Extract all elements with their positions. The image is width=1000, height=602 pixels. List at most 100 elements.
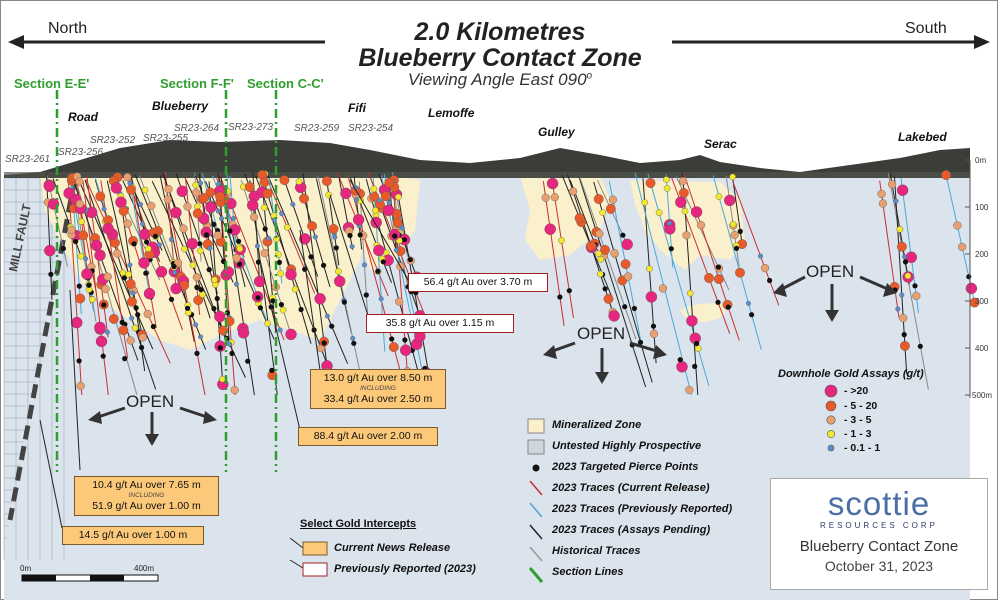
pierce-point: [211, 221, 217, 227]
assay-point: [63, 187, 75, 199]
assay-point: [378, 296, 384, 302]
intercept-box: 14.5 g/t Au over 1.00 m: [62, 526, 204, 545]
assay-point: [896, 184, 909, 196]
logo-name: scottie: [827, 485, 931, 522]
assay-point: [912, 291, 921, 301]
pierce-point: [912, 283, 918, 289]
assay-point: [595, 229, 604, 238]
assay-point: [102, 222, 114, 235]
logo-zone: Blueberry Contact Zone: [799, 538, 959, 555]
assay-point: [312, 234, 318, 240]
assay-point: [168, 237, 174, 243]
assay-point: [610, 249, 619, 258]
assay-point: [125, 271, 132, 278]
assay-point: [78, 230, 89, 241]
assay-point: [558, 237, 565, 244]
pierce-point: [302, 266, 308, 272]
assay-point: [264, 320, 272, 327]
assay-point: [550, 193, 559, 202]
pierce-point: [122, 356, 128, 362]
intercept-text: 10.4 g/t Au over 7.65 m: [92, 479, 201, 491]
assay-point: [254, 243, 260, 249]
assay-point: [170, 282, 182, 295]
assay-point: [899, 314, 908, 323]
assay-point: [143, 309, 152, 319]
legend-item: Mineralized Zone: [552, 419, 642, 431]
pierce-point: [121, 275, 128, 281]
assay-point: [138, 333, 147, 342]
intercept-box: 88.4 g/t Au over 2.00 m: [298, 427, 438, 446]
assay-point: [172, 269, 178, 275]
assay-point: [904, 272, 912, 280]
zone-label: Serac: [704, 137, 737, 151]
assay-point: [186, 237, 199, 250]
drill-trace: [46, 173, 53, 300]
assay-point: [147, 201, 156, 211]
open-label: OPEN: [806, 262, 855, 281]
assay-point: [896, 226, 904, 233]
assay-point: [198, 334, 204, 340]
drill-trace: [683, 173, 740, 341]
pierce-point: [203, 232, 210, 238]
assay-point: [388, 342, 399, 352]
pierce-point: [76, 283, 82, 289]
assay-point: [215, 208, 221, 214]
assay-point: [400, 344, 412, 356]
pierce-point: [668, 246, 674, 252]
logo-subtitle: RESOURCES CORP: [819, 521, 938, 530]
assay-point: [299, 193, 309, 204]
assay-point: [89, 296, 96, 303]
assay-point: [199, 193, 209, 204]
assay-point: [262, 188, 273, 199]
assay-point: [349, 243, 355, 249]
assay-point: [899, 292, 905, 298]
assay-point: [123, 173, 132, 182]
assay-point: [44, 244, 56, 257]
pierce-point: [60, 245, 66, 252]
legend-symbols: [289, 418, 545, 583]
assay-point: [118, 205, 129, 216]
pierce-point: [966, 274, 972, 280]
assay-legend-item: - 0.1 - 1: [844, 442, 881, 454]
assay-point: [380, 191, 391, 202]
assay-point: [714, 274, 724, 284]
legend-item: 2023 Traces (Previously Reported): [552, 503, 733, 515]
assay-point: [130, 290, 136, 296]
assay-point: [71, 316, 83, 329]
assay-point: [118, 325, 129, 336]
assay-point: [645, 178, 656, 188]
hole-label: SR23-256: [58, 147, 104, 158]
pierce-point: [73, 238, 79, 245]
assay-point: [43, 180, 56, 192]
drill-trace: [315, 178, 352, 334]
intercept-box: 13.0 g/t Au over 8.50 m INCLUDING 33.4 g…: [310, 369, 446, 409]
pierce-point: [380, 259, 386, 265]
assay-point: [213, 231, 222, 240]
assay-point: [597, 270, 604, 278]
hole-label: SR23-252: [90, 135, 136, 146]
scale-start: 0m: [20, 564, 32, 573]
select-gold-previous: Previously Reported (2023): [334, 563, 476, 575]
assay-point: [295, 178, 303, 185]
assay-point: [113, 249, 122, 258]
assay-point: [686, 315, 698, 327]
assay-point: [119, 269, 127, 277]
assay-point: [83, 256, 89, 262]
assay-point: [189, 261, 197, 269]
assay-point: [328, 223, 339, 234]
pierce-point: [321, 262, 327, 268]
pierce-point: [389, 336, 395, 342]
assay-point: [694, 345, 702, 352]
assay-point: [77, 252, 85, 260]
intercept-leaders: [39, 179, 411, 529]
assay-point: [279, 211, 285, 217]
assay-legend-item: - >20: [844, 385, 869, 397]
pierce-point: [351, 340, 357, 346]
hole-label: SR23-264: [174, 123, 220, 134]
section-label-f: Section F-F': [160, 76, 234, 91]
depth-label: 100: [975, 203, 989, 212]
assay-point: [75, 293, 86, 304]
hole-label: SR23-273: [228, 122, 274, 133]
assay-point: [686, 289, 694, 297]
assay-point: [645, 291, 658, 303]
